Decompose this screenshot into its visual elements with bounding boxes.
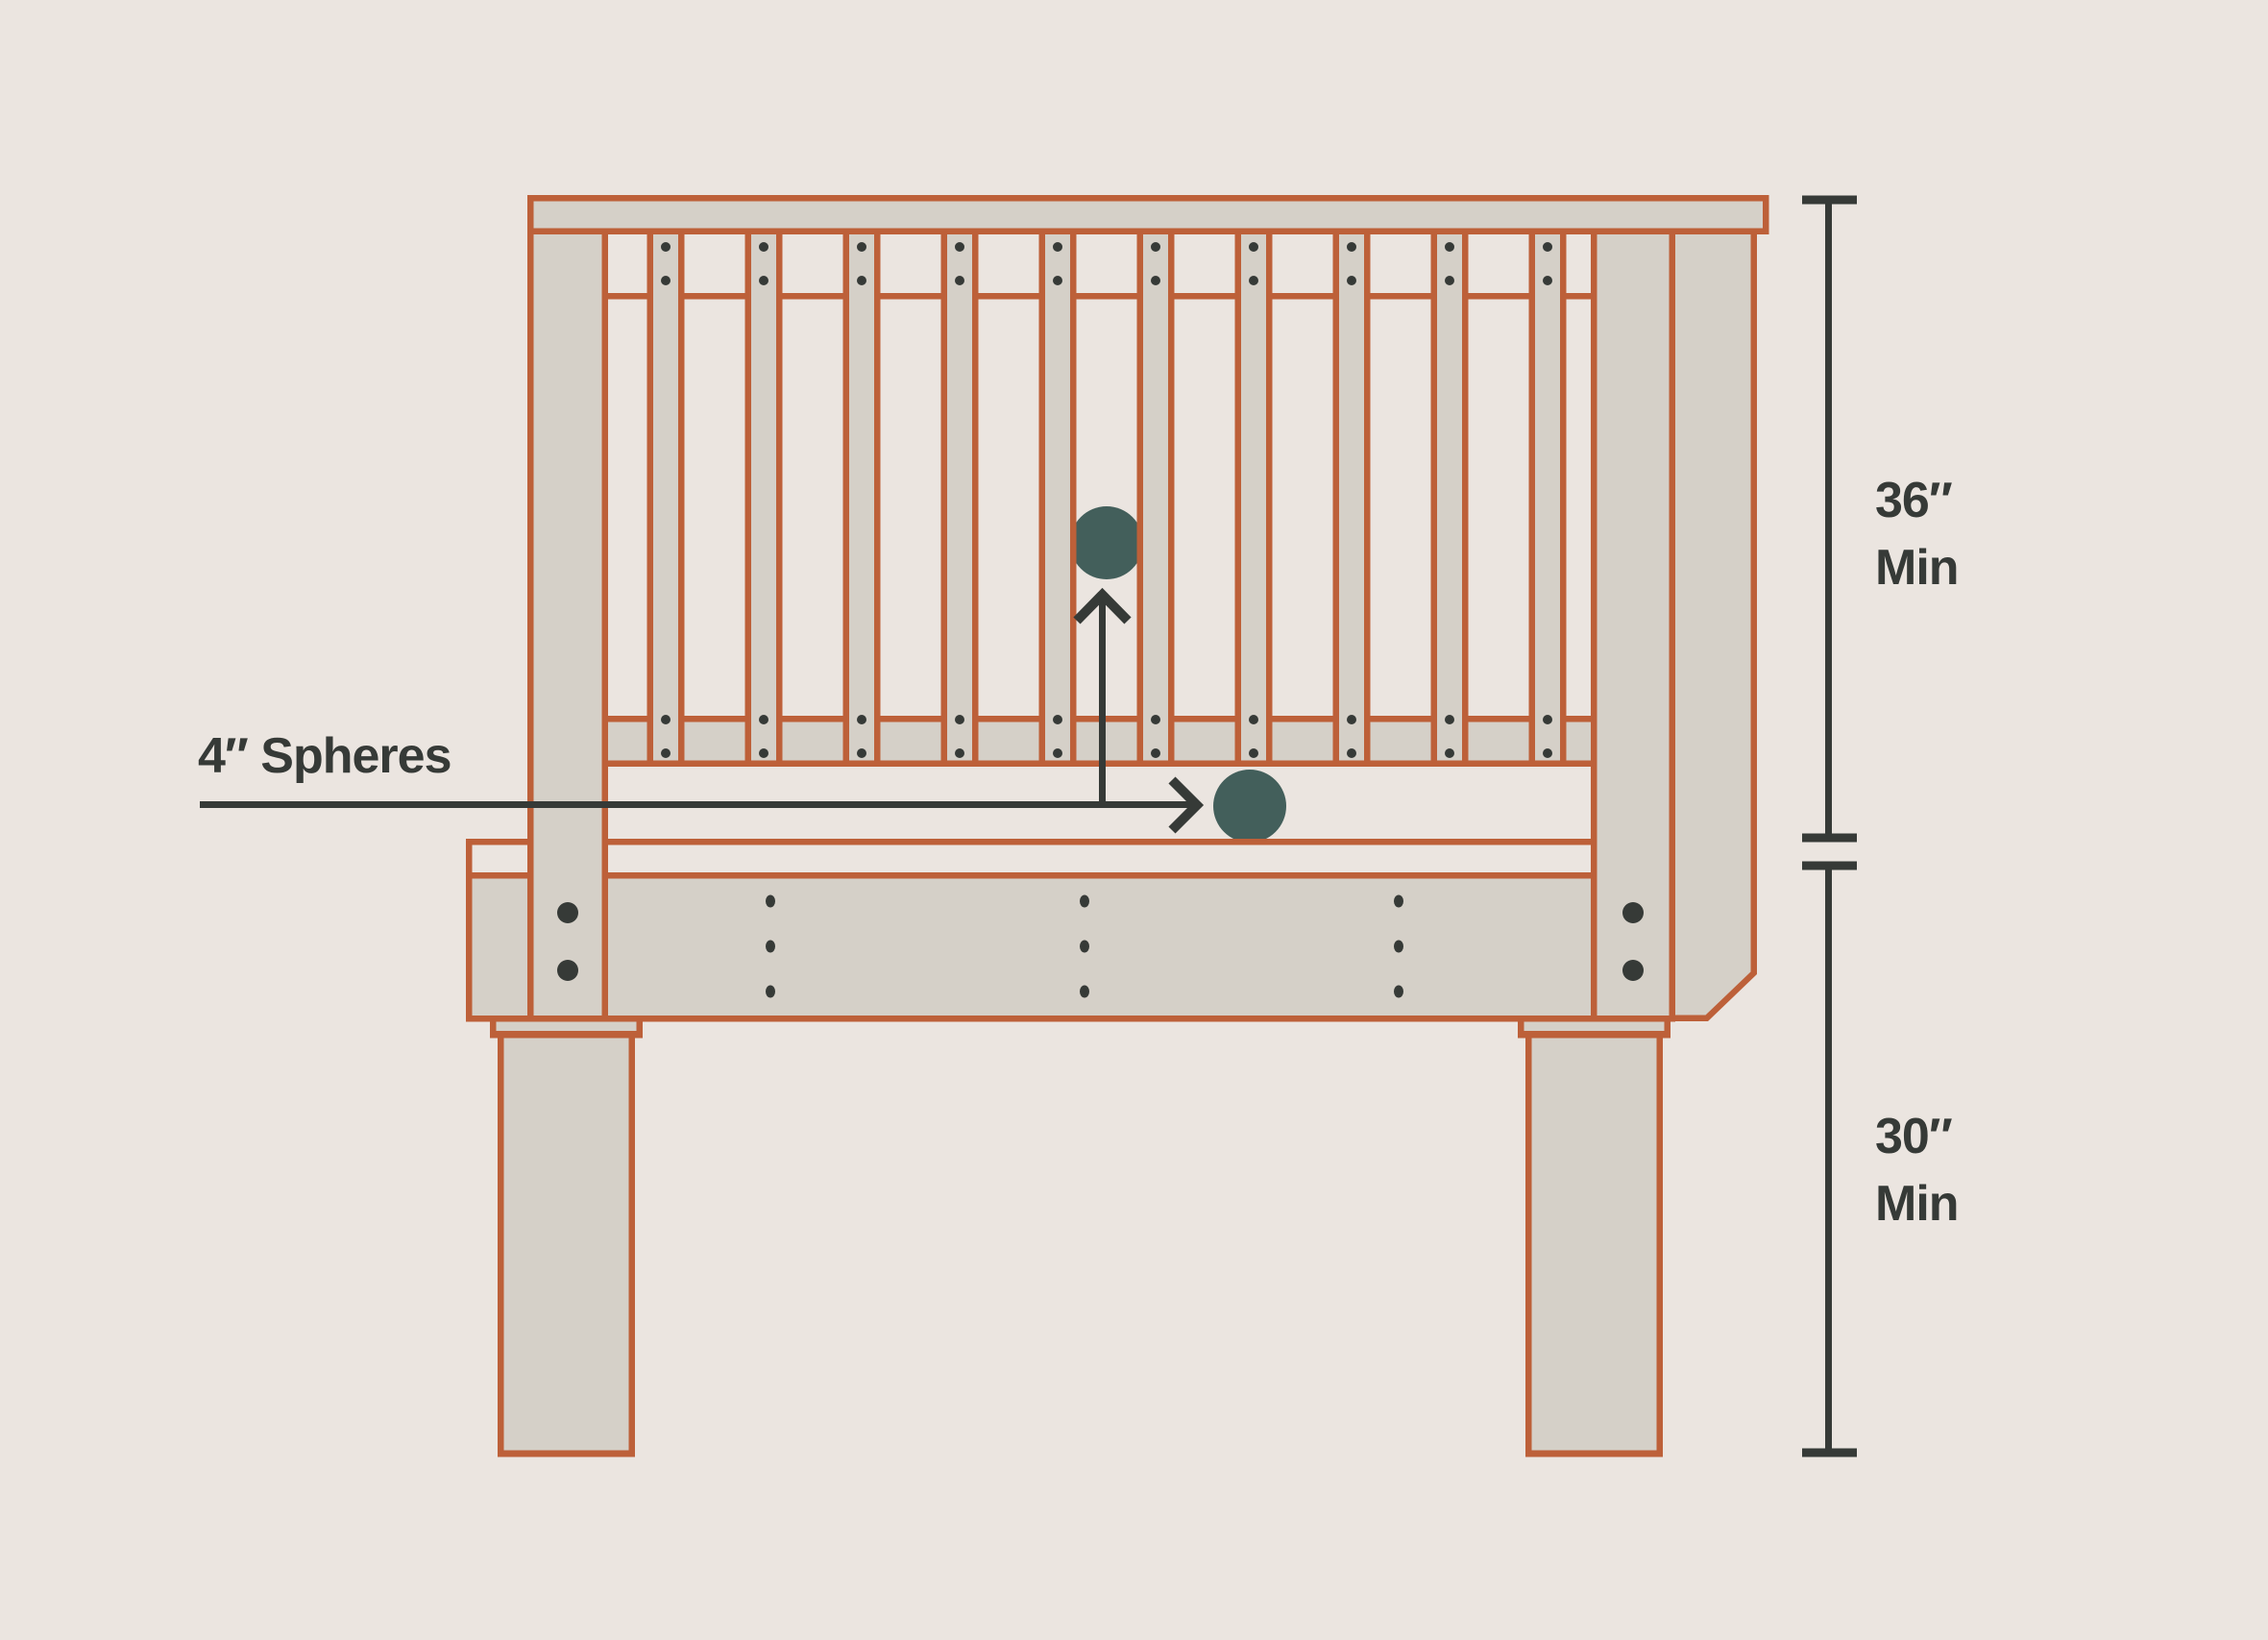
sphere-lower: [1213, 770, 1286, 843]
baluster-fastener-dot: [857, 276, 866, 285]
top-rail: [527, 195, 1769, 234]
post-bolt: [1622, 902, 1644, 923]
baluster-fastener-dot: [1543, 715, 1552, 724]
dimension-unit: Min: [1875, 1176, 1960, 1232]
arrow-up-head: [1073, 587, 1132, 624]
baluster-fastener-dot: [857, 748, 866, 758]
deck-fastener-dot: [1080, 940, 1089, 953]
deck-fastener-dot: [766, 894, 775, 908]
dimension-line-36in: [1802, 195, 1857, 843]
deck-rim: [466, 839, 1675, 1022]
baluster-fastener-dot: [1347, 748, 1356, 758]
deck-fastener-dot: [766, 940, 775, 953]
left-rail-post: [527, 231, 608, 1021]
baluster-fastener-dot: [1249, 242, 1258, 252]
deck-fasteners: [766, 894, 1403, 998]
baluster-fastener-dot: [857, 715, 866, 724]
baluster: [1045, 234, 1070, 761]
dimension-unit: Min: [1875, 540, 1960, 596]
baluster-fastener-dot: [1543, 748, 1552, 758]
right-rail-post: [1591, 231, 1675, 1021]
rim-joist: [472, 878, 1591, 1016]
dimension-value: 36″: [1875, 473, 1953, 528]
baluster-fastener-dot: [1053, 748, 1062, 758]
baluster-fastener-dot: [759, 715, 768, 724]
right-support-post: [1525, 1038, 1663, 1457]
baluster-fastener-dot: [1249, 715, 1258, 724]
deck-bottom-line: [466, 1016, 1675, 1022]
dimension-label-36-min: 36″ Min: [1875, 467, 1960, 601]
deck-fastener-dot: [1080, 894, 1089, 908]
spheres-label: 4″ Spheres: [198, 728, 451, 784]
baluster: [1535, 234, 1560, 761]
baluster-fastener-dot: [955, 715, 964, 724]
baluster-fastener-dot: [661, 276, 671, 285]
baluster-fastener-dot: [661, 748, 671, 758]
baluster: [947, 234, 972, 761]
baluster-fastener-dot: [1249, 748, 1258, 758]
post-bolt: [1622, 960, 1644, 981]
deck-fastener-dot: [766, 985, 775, 998]
baluster-fastener-dot: [955, 748, 964, 758]
baluster-fastener-dot: [759, 748, 768, 758]
baluster: [1437, 234, 1462, 761]
baluster-fastener-dot: [1053, 276, 1062, 285]
baluster-fastener-dot: [661, 242, 671, 252]
baluster-fastener-dot: [1151, 276, 1160, 285]
baluster-fastener-dot: [1347, 276, 1356, 285]
post-bolt: [557, 902, 578, 923]
baluster-fastener-dot: [759, 276, 768, 285]
baluster-fastener-dot: [955, 242, 964, 252]
baluster-fastener-dot: [1445, 748, 1454, 758]
dimension-label-30-min: 30″ Min: [1875, 1103, 1960, 1237]
deck-fastener-dot: [1394, 940, 1403, 953]
deck-fastener-dot: [1394, 985, 1403, 998]
baluster-fastener-dot: [1543, 276, 1552, 285]
baluster: [751, 234, 776, 761]
deck-fastener-dot: [1394, 894, 1403, 908]
sphere-upper: [1070, 506, 1143, 579]
baluster-fastener-dot: [759, 242, 768, 252]
deck-fastener-dot: [1080, 985, 1089, 998]
baluster: [1241, 234, 1266, 761]
balusters: [646, 234, 1567, 767]
baluster-fastener-dot: [1543, 242, 1552, 252]
baluster-fastener-dot: [1151, 242, 1160, 252]
baluster: [849, 234, 874, 761]
deck-board-bottom-line: [466, 872, 1591, 879]
baluster: [653, 234, 678, 761]
baluster-fastener-dot: [1347, 715, 1356, 724]
dimension-value: 30″: [1875, 1109, 1953, 1164]
left-support-post: [498, 1038, 635, 1457]
baluster-fastener-dot: [1053, 242, 1062, 252]
baluster-fastener-dot: [1445, 715, 1454, 724]
sphere-annotation-arrows: [200, 587, 1205, 834]
baluster-fastener-dot: [661, 715, 671, 724]
post-bolt: [557, 960, 578, 981]
baluster-fastener-dot: [1445, 242, 1454, 252]
baluster-fastener-dot: [1445, 276, 1454, 285]
baluster: [1339, 234, 1364, 761]
baluster-fastener-dot: [857, 242, 866, 252]
dimension-line-30in: [1802, 861, 1857, 1457]
baluster-fastener-dot: [1053, 715, 1062, 724]
back-top-rail-line: [608, 293, 1591, 300]
arrow-right-head: [1168, 776, 1205, 834]
deck-surface-line: [466, 839, 1591, 845]
deck-left-edge: [466, 839, 473, 1021]
left-post-base-plate: [490, 1021, 643, 1039]
baluster: [1143, 234, 1168, 761]
baluster-fastener-dot: [1249, 276, 1258, 285]
rim-end-board: [1669, 234, 1757, 1021]
baluster-fastener-dot: [1151, 715, 1160, 724]
right-post-base-plate: [1518, 1021, 1671, 1039]
baluster-fastener-dot: [955, 276, 964, 285]
baluster-fastener-dot: [1347, 242, 1356, 252]
baluster-fastener-dot: [1151, 748, 1160, 758]
